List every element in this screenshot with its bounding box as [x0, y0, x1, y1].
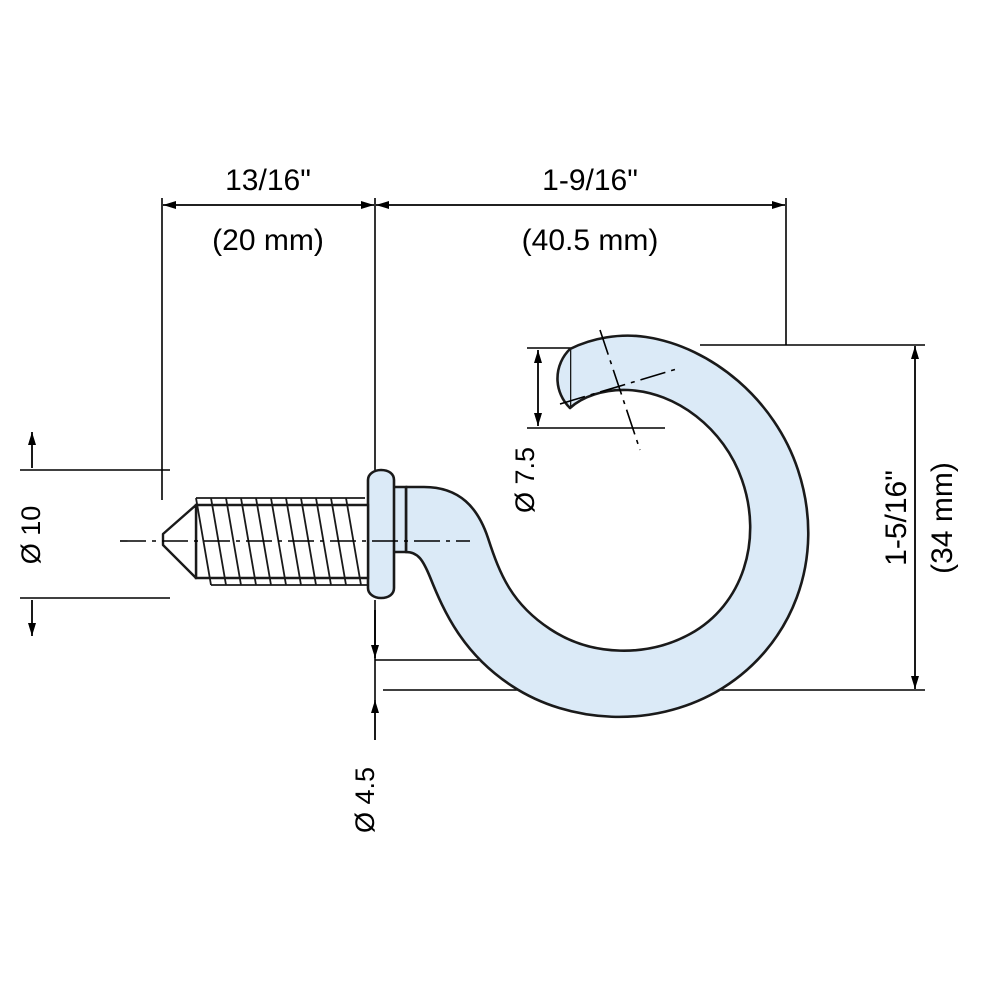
dim-screw-length-line2: (20 mm)	[212, 224, 324, 257]
hook-tip-end	[556, 348, 571, 409]
dim-flange-diameter: Ø 10	[16, 506, 46, 565]
dim-hook-height-line1: 1-5/16"	[880, 470, 913, 566]
dim-hook-wire-diameter: Ø 7.5	[510, 447, 540, 513]
hook-outline	[404, 334, 810, 719]
center-lines	[120, 329, 681, 542]
dimension-lines	[28, 201, 919, 740]
dim-screw-thread-diameter: Ø 4.5	[350, 767, 380, 833]
dim-hook-height-line2: (34 mm)	[926, 462, 959, 574]
flange-collar	[366, 468, 396, 600]
dim-hook-depth-line2: (40.5 mm)	[522, 224, 659, 257]
dim-screw-length-line1: 13/16"	[225, 164, 311, 197]
dim-hook-depth-line1: 1-9/16"	[542, 164, 638, 197]
dimension-labels: 13/16" (20 mm) 1-9/16" (40.5 mm) 1-5/16"…	[16, 164, 959, 833]
